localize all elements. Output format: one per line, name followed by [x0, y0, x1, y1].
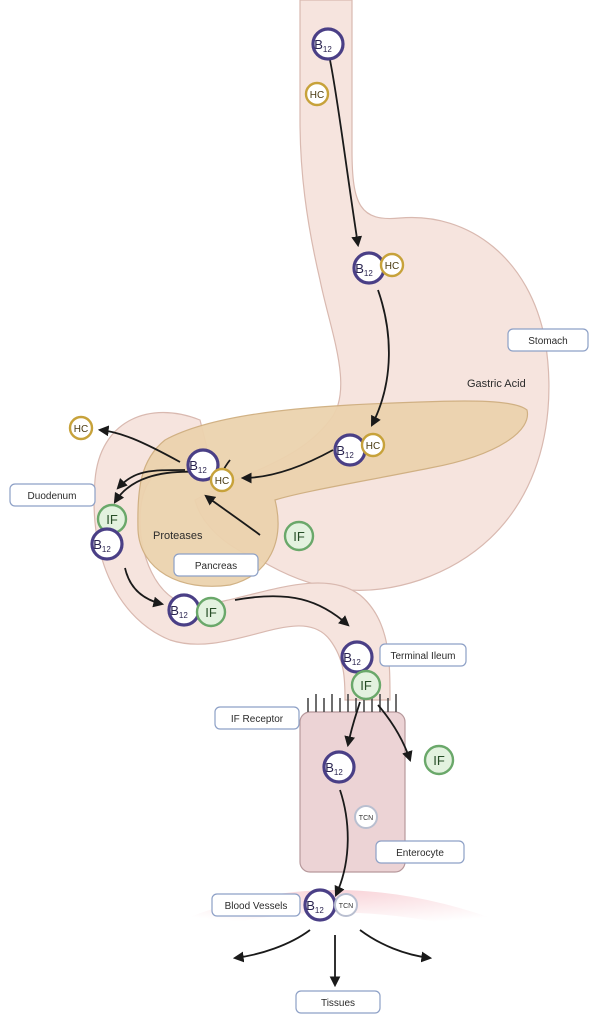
if-receptor-label: IF Receptor	[231, 714, 284, 725]
tcn-molecule-enterocyte: TCN	[355, 806, 377, 828]
svg-text:TCN: TCN	[359, 815, 373, 822]
svg-text:IF: IF	[360, 678, 372, 693]
b12-molecule-enterocyte: B12	[324, 752, 354, 782]
b12-molecule-esophagus: B12	[313, 29, 343, 59]
if-molecule-released: IF	[425, 746, 453, 774]
svg-text:IF: IF	[293, 529, 305, 544]
svg-text:HC: HC	[74, 424, 88, 435]
terminal-ileum-label: Terminal Ileum	[390, 651, 455, 662]
svg-text:TCN: TCN	[339, 903, 353, 910]
svg-text:HC: HC	[215, 476, 229, 487]
duodenum-label: Duodenum	[28, 491, 77, 502]
gastric-acid-label: Gastric Acid	[467, 378, 526, 390]
b12-tcn-complex-blood: B12 TCN	[305, 890, 357, 920]
svg-text:HC: HC	[366, 441, 380, 452]
hc-molecule-released: HC	[70, 417, 92, 439]
terminal-ileum-label-box: Terminal Ileum	[380, 644, 466, 666]
svg-text:IF: IF	[205, 605, 217, 620]
stomach-label: Stomach	[528, 336, 567, 347]
tissues-label: Tissues	[321, 998, 355, 1009]
proteases-label: Proteases	[153, 530, 203, 542]
duodenum-label-box: Duodenum	[10, 484, 95, 506]
pancreas-label-box: Pancreas	[174, 554, 258, 576]
svg-text:HC: HC	[310, 90, 324, 101]
if-molecule-stomach: IF	[285, 522, 313, 550]
stomach-label-box: Stomach	[508, 329, 588, 351]
blood-vessels-label-box: Blood Vessels	[212, 894, 300, 916]
svg-text:IF: IF	[106, 512, 118, 527]
tissues-label-box: Tissues	[296, 991, 380, 1013]
svg-text:HC: HC	[385, 261, 399, 272]
hc-molecule-esophagus: HC	[306, 83, 328, 105]
pancreas-label: Pancreas	[195, 561, 237, 572]
if-receptor-label-box: IF Receptor	[215, 707, 299, 729]
svg-text:IF: IF	[433, 753, 445, 768]
blood-vessels-label: Blood Vessels	[225, 901, 288, 912]
enterocyte-label: Enterocyte	[396, 848, 444, 859]
enterocyte-label-box: Enterocyte	[376, 841, 464, 863]
